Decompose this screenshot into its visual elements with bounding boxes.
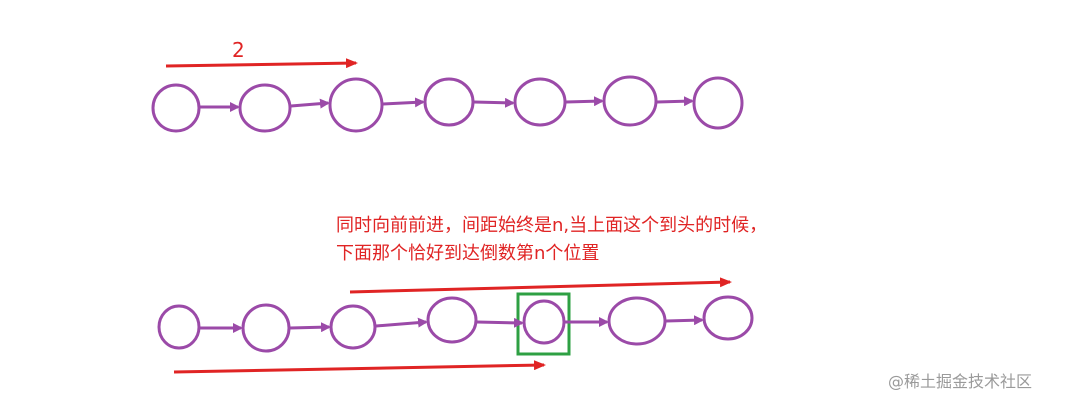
- top-node-4: [423, 77, 475, 127]
- bottom-node-2: [241, 303, 291, 353]
- bottom-link-3: [375, 317, 428, 328]
- bottom-link-2: [289, 322, 331, 333]
- top-list-links: [200, 96, 694, 112]
- leading-pointer-arrow: [349, 277, 732, 294]
- top-link-3: [382, 97, 425, 108]
- bottom-node-7: [702, 295, 754, 341]
- top-pointer-arrow: [165, 58, 358, 69]
- explanation-line-1: 同时向前前进，间距始终是n,当上面这个到头的时候，: [336, 215, 768, 236]
- trailing-pointer-arrow: [173, 360, 546, 374]
- top-node-7: [692, 76, 744, 130]
- top-node-3: [328, 77, 384, 133]
- top-list: [151, 75, 744, 133]
- top-link-6: [656, 96, 694, 107]
- bottom-node-1: [157, 304, 201, 350]
- explanation-text: 同时向前前进，间距始终是n,当上面这个到头的时候， 下面那个恰好到达倒数第n个位…: [336, 212, 767, 268]
- bottom-list-links: [200, 315, 704, 333]
- bottom-link-6: [665, 315, 704, 326]
- top-node-5: [513, 77, 567, 127]
- bottom-node-4: [426, 296, 478, 344]
- step-count-label: 2: [232, 38, 245, 62]
- bottom-node-5: [522, 299, 566, 345]
- bottom-node-6: [607, 296, 667, 346]
- explanation-line-2: 下面那个恰好到达倒数第n个位置: [336, 243, 600, 264]
- top-node-2: [238, 83, 292, 133]
- top-link-5: [565, 96, 604, 107]
- top-node-1: [151, 83, 201, 133]
- target-node-highlight: [516, 292, 571, 356]
- bottom-link-4: [476, 317, 524, 328]
- bottom-node-3: [329, 304, 377, 350]
- top-link-4: [473, 97, 515, 108]
- watermark: @稀土掘金技术社区: [888, 372, 1033, 391]
- bottom-list: [157, 295, 754, 353]
- top-link-2: [290, 98, 330, 109]
- top-node-6: [602, 75, 658, 127]
